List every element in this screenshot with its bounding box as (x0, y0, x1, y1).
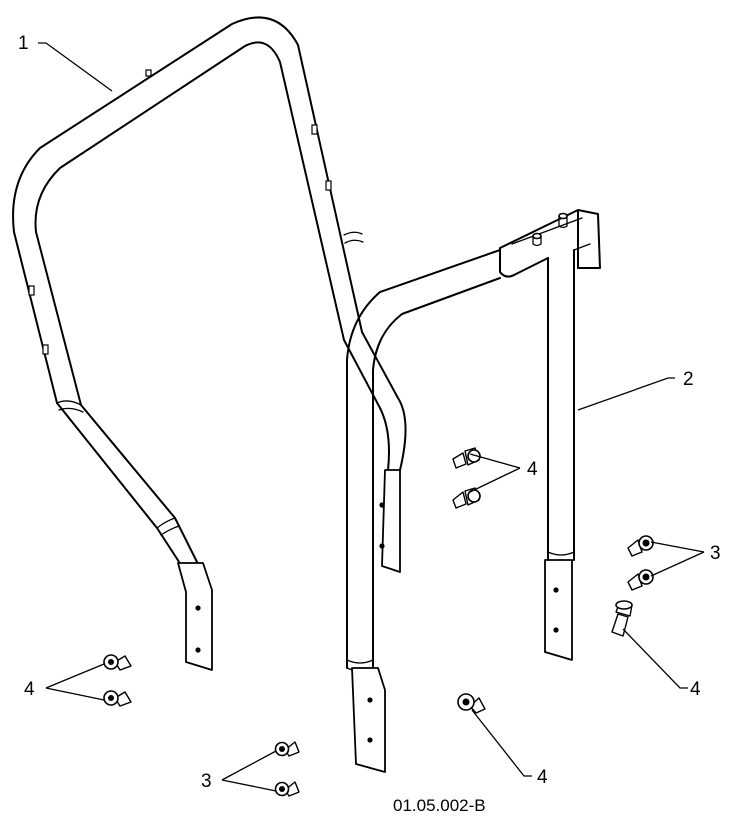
upper-left-mount-plate (177, 562, 213, 671)
callout-4-right: 4 (690, 679, 701, 700)
bolt-icon (611, 600, 633, 637)
nut-icon (627, 569, 654, 591)
upper-roll-bar (12, 16, 407, 569)
bolt-icon (452, 487, 481, 509)
nut-icon (274, 781, 300, 797)
callout-3-right: 3 (710, 543, 721, 564)
figure-code: 01.05.002-B (393, 796, 486, 815)
callout-4-bottom: 4 (537, 767, 548, 788)
nut-icon (627, 535, 654, 557)
bolt-icon (452, 447, 481, 469)
bolt-icon (103, 690, 132, 707)
nut-icon (274, 741, 300, 757)
lower-left-mount-plate (351, 667, 386, 773)
leader-lines (38, 42, 705, 792)
callout-4-left: 4 (24, 679, 35, 700)
callout-4-upper: 4 (527, 459, 538, 480)
bolt-icon (103, 654, 132, 671)
callout-3-bottom: 3 (201, 771, 212, 792)
callout-1: 1 (18, 33, 29, 54)
lower-right-mount-plate (544, 559, 573, 661)
upper-right-mount-plate (379, 469, 401, 573)
bolt-icon (457, 693, 486, 714)
callout-2: 2 (683, 369, 694, 390)
